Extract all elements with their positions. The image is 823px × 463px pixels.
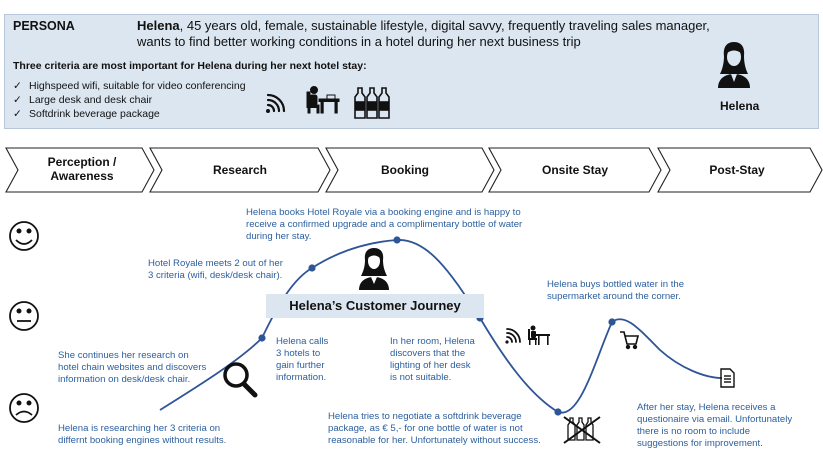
annotation-line: supermarket around the corner. [547,291,681,302]
annotation-line: gain further [276,360,325,371]
annotation-line: information. [276,372,327,383]
criteria-item: ✓ Softdrink beverage package [13,107,246,121]
journey-point [608,318,616,326]
stage-label-research: Research [170,163,310,177]
onsite-desk-chair-icon [528,325,550,345]
journey-point [258,334,266,342]
annotation-line: Helena buys bottled water in the [547,279,685,290]
annotation-softdrink-package: Helena tries to negotiate a softdrink be… [328,411,541,447]
stage-label-booking: Booking [340,163,470,177]
annotation-line: calls [309,336,329,347]
annotation-line: Helena tries to negotiate a softdrink be… [328,411,522,422]
persona-avatar-icon [718,42,750,88]
annotation-line: 3 criteria (wifi, desk/desk chair). [148,270,283,281]
annotation-line: lighting of her desk [390,360,471,371]
journey-point [554,408,562,416]
persona-label: PERSONA [13,19,75,33]
check-icon: ✓ [13,80,22,92]
stage-chevron-onsite [488,147,662,193]
check-icon: ✓ [13,108,22,120]
journey-points [258,236,616,416]
annotation-line: is not suitable. [390,372,452,383]
persona-panel: PERSONA Helena, 45 years old, female, su… [4,14,819,129]
criteria-item-label: Large desk and desk chair [29,94,153,106]
journey-point [308,264,316,272]
annotation-line: reasonable for her. Unfortunately withou… [328,435,541,446]
annotation-line: Helena is researching her 3 criteria on [58,423,221,434]
annotation-line: there is no room to include [637,426,751,437]
document-icon [720,368,735,388]
annotation-line: suggestions for improvement. [637,438,763,449]
annotation-line: After her stay, Helena receives a [637,402,776,413]
annotation-line: package, as € 5,- for one bottle of wate… [328,423,523,434]
persona-name-bold: Helena [137,18,180,33]
stage-label-line: Booking [381,163,429,177]
cart-icon [620,331,640,350]
persona-description-line1: , 45 years old, female, sustainable life… [179,18,710,33]
check-icon: ✓ [13,94,22,106]
stage-band [5,147,823,193]
annotation-line: hotel chain websites and discovers [58,362,207,373]
journey-title: Helena’s Customer Journey [266,294,484,318]
annotation-research-engines: Helena is researching her 3 criteria on … [58,423,226,447]
annotation-line: Helena books Hotel Royale via a booking … [246,207,521,218]
stage-label-poststay: Post-Stay [672,163,802,177]
annotation-line: differnt booking engines without results… [58,435,227,446]
criteria-heading: Three criteria are most important for He… [13,60,367,72]
persona-description-line2: wants to find better working conditions … [137,34,581,49]
onsite-wifi-icon [505,328,521,344]
annotation-calls-hotels: Helena calls 3 hotels to gain further in… [276,336,328,384]
stage-label-onsite: Onsite Stay [505,163,645,177]
persona-description: Helena, 45 years old, female, sustainabl… [137,18,717,50]
annotation-line: Helena [276,336,307,347]
stage-label-line: Post-Stay [709,163,765,177]
annotation-line: during her stay. [246,231,312,242]
annotation-questionnaire: After her stay, Helena receives a questi… [637,402,792,450]
stage-label-line: Awareness [50,169,114,183]
bottles-icon [354,87,390,119]
stage-chevron-perception [5,147,155,193]
annotation-line: In her room, Helena [390,336,475,347]
stage-label-line: Perception / [47,155,117,169]
criteria-item-label: Highspeed wifi, suitable for video confe… [29,80,246,92]
criteria-list: ✓ Highspeed wifi, suitable for video conf… [13,79,246,121]
wifi-icon [266,93,286,113]
stage-label-line: Research [212,163,268,177]
annotation-booking: Helena books Hotel Royale via a booking … [246,207,522,243]
annotation-line: Hotel Royale meets 2 out of her [148,258,283,269]
annotation-desk-lighting: In her room, Helena discovers that the l… [390,336,475,384]
annotation-line: discovers that the [390,348,466,359]
desk-chair-icon [306,86,340,114]
stage-chevron-booking [325,147,495,193]
stage-label-line: Onsite Stay [541,163,609,177]
annotation-line: 3 hotels to [276,348,321,359]
annotation-line: She continues her research on [58,350,189,361]
sad-face-icon [9,393,39,423]
neutral-face-icon [9,301,39,331]
criteria-item: ✓ Large desk and desk chair [13,93,246,107]
stage-label-perception: Perception / Awareness [30,155,134,183]
annotation-line: receive a confirmed upgrade and a compli… [246,219,523,230]
annotation-chain-websites: She continues her research on hotel chai… [58,350,206,386]
happy-face-icon [9,221,39,251]
annotation-hotel-royale-criteria: Hotel Royale meets 2 out of her 3 criter… [148,258,283,282]
magnifier-icon [223,362,258,398]
stage-chevron-research [149,147,331,193]
journey-avatar-icon [359,248,389,290]
journey-point [393,236,401,244]
annotation-line: questionaire via email. Unfortunately [637,414,793,425]
annotation-line: information on desk/desk chair. [58,374,191,385]
annotation-bottled-water: Helena buys bottled water in the superma… [547,279,684,303]
persona-avatar-name: Helena [720,99,760,113]
criteria-item-label: Softdrink beverage package [29,108,160,120]
stage-chevron-poststay [657,147,823,193]
criteria-item: ✓ Highspeed wifi, suitable for video conf… [13,79,246,93]
crossed-bottles-icon [563,416,601,444]
